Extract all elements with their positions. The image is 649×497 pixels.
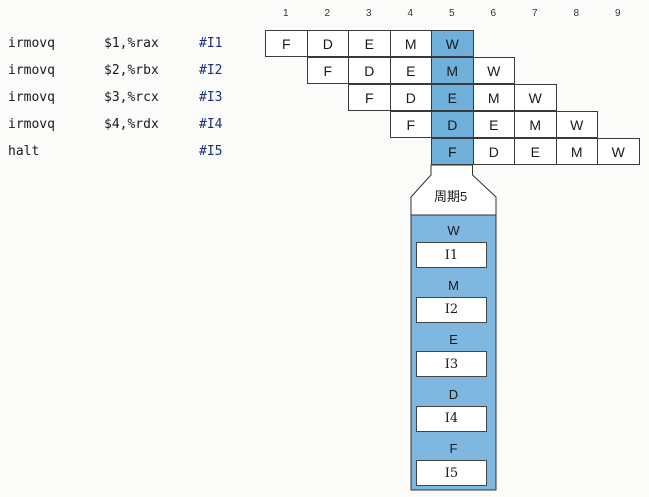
instruction-operands: $1,%rax [104, 36, 159, 51]
cycle-popup-title: 周期5 [434, 189, 468, 204]
pipeline-stage-cell: M [472, 84, 515, 111]
cycle-number: 9 [614, 8, 621, 19]
pipeline-stage-cell: D [431, 111, 474, 138]
pipeline-stage-cell: D [472, 138, 515, 165]
pipeline-stage-cell: W [597, 138, 640, 165]
popup-stage-label: W [447, 223, 460, 238]
popup-instruction-box: I4 [416, 405, 487, 432]
pipeline-stage-cell: F [348, 84, 391, 111]
pipeline-stage-cell: F [306, 57, 349, 84]
instruction-opcode: irmovq [8, 117, 55, 132]
instruction-opcode: halt [8, 144, 40, 159]
cycle-number: 4 [407, 8, 414, 19]
pipeline-stage-cell: E [431, 84, 474, 111]
instruction-tag: #I2 [199, 63, 223, 78]
instruction-opcode: irmovq [8, 90, 55, 105]
instruction-opcode: irmovq [8, 63, 55, 78]
pipeline-stage-cell: M [514, 111, 557, 138]
pipeline-stage-cell: E [472, 111, 515, 138]
pipeline-stage-cell: W [514, 84, 557, 111]
pipeline-stage-cell: D [306, 30, 349, 57]
instruction-operands: $2,%rbx [104, 63, 159, 78]
cycle-number: 6 [490, 8, 497, 19]
instruction-opcode: irmovq [8, 36, 55, 51]
instruction-tag: #I5 [199, 144, 223, 159]
pipeline-stage-cell: W [472, 57, 515, 84]
pipeline-stage-cell: F [431, 138, 474, 165]
cycle-number: 5 [448, 8, 455, 19]
popup-instruction-box: I5 [416, 460, 487, 486]
popup-stage-label: M [448, 277, 459, 293]
cycle-number: 1 [282, 8, 289, 19]
cycle-number: 2 [324, 8, 331, 19]
instruction-tag: #I1 [199, 36, 223, 51]
popup-instruction-box: I2 [416, 296, 487, 323]
cycle-number: 7 [531, 8, 538, 19]
pipeline-stage-cell: E [348, 30, 391, 57]
pipeline-stage-cell: M [431, 57, 474, 84]
instruction-operands: $4,%rdx [104, 117, 159, 132]
cycle-number: 3 [365, 8, 372, 19]
popup-instruction-box: I1 [416, 242, 487, 268]
popup-stage-label: E [449, 332, 458, 347]
pipeline-stage-cell: M [389, 30, 432, 57]
instruction-tag: #I4 [199, 117, 223, 132]
popup-instruction-box: I3 [416, 351, 487, 377]
pipeline-stage-cell: F [265, 30, 308, 57]
popup-stage-label: D [448, 386, 459, 402]
pipeline-stage-cell: D [389, 84, 432, 111]
cycle-number: 8 [573, 8, 580, 19]
pipeline-stage-cell: W [555, 111, 598, 138]
instruction-operands: $3,%rcx [104, 90, 159, 105]
instruction-tag: #I3 [199, 90, 223, 105]
popup-stage-label: F [449, 441, 458, 456]
pipeline-stage-cell: W [431, 30, 474, 57]
